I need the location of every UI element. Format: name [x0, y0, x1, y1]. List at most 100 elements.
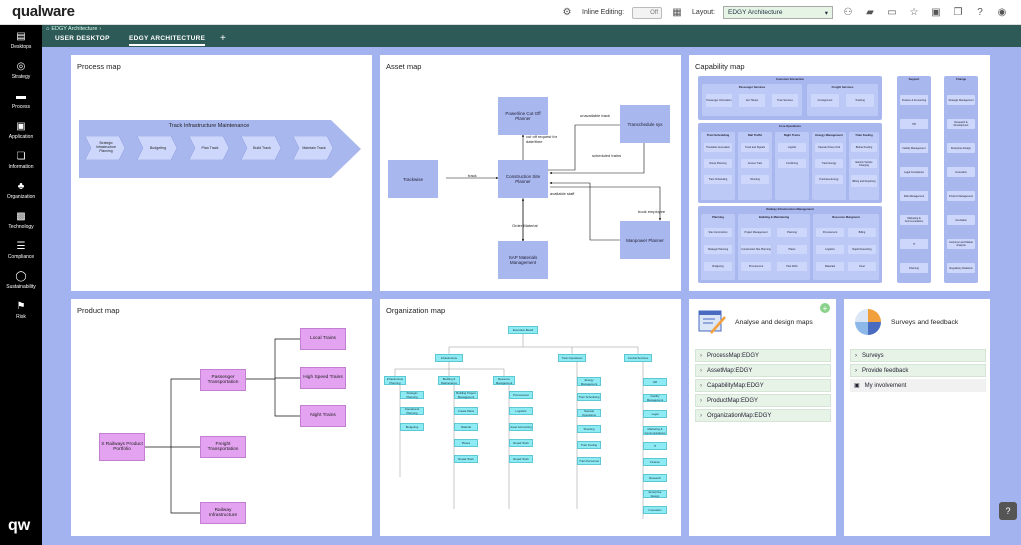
add-icon[interactable]: + — [820, 303, 830, 313]
asset-node[interactable]: Powerline Cut Off Planner — [498, 97, 548, 135]
sidebar-item-process[interactable]: ▬Process — [0, 85, 42, 115]
org-node[interactable]: Resource Management — [493, 376, 515, 385]
process-step[interactable]: Build Track — [253, 146, 271, 150]
capability-cell[interactable]: IT — [900, 239, 928, 249]
sidebar-item-strategy[interactable]: ◎Strategy — [0, 55, 42, 85]
org-node[interactable]: Research — [643, 474, 667, 482]
capability-cell[interactable]: Logistics — [816, 245, 844, 254]
app-logo[interactable]: qualware — [12, 3, 75, 20]
capability-cell[interactable]: Strategic Management — [947, 95, 975, 105]
capability-cell[interactable]: Track and Signals — [741, 143, 769, 152]
org-node[interactable]: Enterprise Design — [643, 490, 667, 498]
capability-cell[interactable]: Marketing & Communications — [900, 215, 928, 225]
capability-cell[interactable]: Materials — [816, 262, 844, 271]
process-step[interactable]: Plan Track — [201, 146, 219, 150]
presentation-icon[interactable]: ▭ — [887, 7, 897, 18]
capability-cell[interactable]: Construction Site Planning — [741, 245, 771, 254]
product-map-panel[interactable]: Product map X Railways Product Portfolio… — [71, 299, 372, 536]
process-map-panel[interactable]: Process map Track Infrastructure Mainten… — [71, 55, 372, 291]
folder-icon[interactable]: ▰ — [866, 7, 874, 18]
process-step[interactable]: Maintain Track — [302, 146, 326, 150]
org-node[interactable]: Asset Accounting — [509, 423, 533, 431]
org-node[interactable]: Strategic Planning — [400, 391, 424, 399]
org-node[interactable]: Train Operations — [558, 354, 586, 362]
org-node[interactable]: Finance — [643, 458, 667, 466]
tab-user-desktop[interactable]: USER DESKTOP — [55, 35, 110, 42]
product-node[interactable]: X Railways Product Portfolio — [99, 433, 145, 461]
org-node[interactable]: Train Scheduling — [577, 393, 601, 401]
capability-cell[interactable]: Plan Work — [777, 262, 807, 271]
capability-cell[interactable]: Billing — [848, 228, 876, 237]
survey-link[interactable]: ›Surveys — [850, 349, 986, 362]
add-tab-button[interactable]: + — [220, 33, 226, 44]
org-node[interactable]: Central Services — [624, 354, 652, 362]
copy-icon[interactable]: ❐ — [953, 7, 963, 18]
inline-editing-toggle[interactable]: Off — [632, 6, 663, 19]
capability-cell[interactable]: Operate Power Grid — [815, 143, 843, 152]
capability-cell[interactable]: Train Scheduling — [704, 175, 732, 184]
map-link[interactable]: ›AssetMap:EDGY — [695, 364, 831, 377]
capability-cell[interactable]: Budgeting — [704, 262, 732, 271]
capability-cell[interactable]: Pfasts — [777, 245, 807, 254]
capability-cell[interactable]: Strategic Planning — [704, 245, 732, 254]
product-node[interactable]: Freight Transportation — [200, 436, 246, 458]
capability-cell[interactable]: Regulatory Relations — [947, 263, 975, 273]
capability-cell[interactable]: Planning — [777, 228, 807, 237]
capability-cell[interactable]: Product Management — [947, 191, 975, 201]
capability-cell[interactable]: Electric Vehicle Charging — [851, 159, 877, 168]
help-button[interactable]: ? — [999, 502, 1017, 520]
capability-cell[interactable]: Enterprise Design — [947, 143, 975, 153]
org-node[interactable]: Logistics — [509, 407, 533, 415]
capability-cell[interactable]: Rapid Ressorting — [848, 245, 876, 254]
layout-select[interactable]: EDGY Architecture▾ — [723, 6, 833, 19]
sidebar-item-organization[interactable]: ♣Organization — [0, 175, 42, 205]
capability-cell[interactable]: Consignment — [811, 94, 839, 107]
org-node[interactable]: Places — [454, 439, 478, 447]
org-node[interactable]: IT — [643, 442, 667, 450]
capability-cell[interactable]: Billing and Reporting — [851, 175, 877, 187]
user-icon[interactable]: ◉ — [997, 7, 1007, 18]
org-node[interactable]: Building Project Management — [454, 391, 478, 399]
capability-cell[interactable]: Customer and Market Analysis — [947, 239, 975, 249]
product-node[interactable]: Night Trains — [300, 405, 346, 427]
capability-cell[interactable]: Fleet — [848, 262, 876, 271]
capability-cell[interactable]: Incubation — [947, 215, 975, 225]
sidebar-item-desktops[interactable]: ▤Desktops — [0, 25, 42, 55]
capability-cell[interactable]: Purchase Energy — [815, 175, 843, 184]
map-link[interactable]: ›CapabilityMap:EDGY — [695, 379, 831, 392]
capability-cell[interactable]: Timetable Generation — [704, 143, 732, 152]
capability-cell[interactable]: Finance & Accounting — [900, 95, 928, 105]
org-node[interactable]: Building & Maintenance — [438, 376, 460, 385]
capability-cell[interactable]: Facility Management — [900, 143, 928, 153]
sidebar-item-application[interactable]: ▣Application — [0, 115, 42, 145]
capability-cell[interactable]: Shunting — [741, 175, 769, 184]
capability-cell[interactable]: HR — [900, 119, 928, 129]
breadcrumb-item[interactable]: EDGY Architecture — [51, 26, 98, 32]
org-node[interactable]: Repair Work — [509, 455, 533, 463]
org-node[interactable]: Train Fueling — [577, 441, 601, 449]
capability-map-panel[interactable]: Capability map Customer Interaction Pass… — [689, 55, 990, 291]
org-node[interactable]: Executive Board — [508, 326, 538, 334]
asset-node[interactable]: Transchedule sys — [620, 105, 670, 143]
capability-cell[interactable]: Train Services — [772, 94, 798, 107]
product-node[interactable]: High Speed Trains — [300, 367, 346, 389]
asset-node[interactable]: SAP Materials Management — [498, 241, 548, 279]
capability-cell[interactable]: Route Planning — [704, 159, 732, 168]
sidebar-item-risk[interactable]: ⚑Risk — [0, 295, 42, 325]
product-node[interactable]: Railway Infrastructure — [200, 502, 246, 524]
capability-cell[interactable]: Planning — [900, 263, 928, 273]
asset-map-panel[interactable]: Asset map Powerline Cut Off Planner Trac… — [380, 55, 681, 291]
sidebar-item-technology[interactable]: ▩Technology — [0, 205, 42, 235]
org-node[interactable]: Operational Planning — [400, 407, 424, 415]
capability-cell[interactable]: Research & Development — [947, 119, 975, 129]
org-node[interactable]: Repair Work — [454, 455, 478, 463]
org-node[interactable]: Material — [454, 423, 478, 431]
support-group[interactable] — [897, 76, 931, 283]
capability-cell[interactable]: Project Management — [741, 228, 771, 237]
map-link[interactable]: ›ProcessMap:EDGY — [695, 349, 831, 362]
capability-cell[interactable]: Track Energy — [815, 159, 843, 168]
survey-link[interactable]: ▣My involvement — [850, 379, 986, 392]
org-node[interactable]: Train Personnel — [577, 457, 601, 465]
capability-cell[interactable]: Biofuel Fueling — [851, 143, 877, 152]
capability-cell[interactable]: Innovation — [947, 167, 975, 177]
